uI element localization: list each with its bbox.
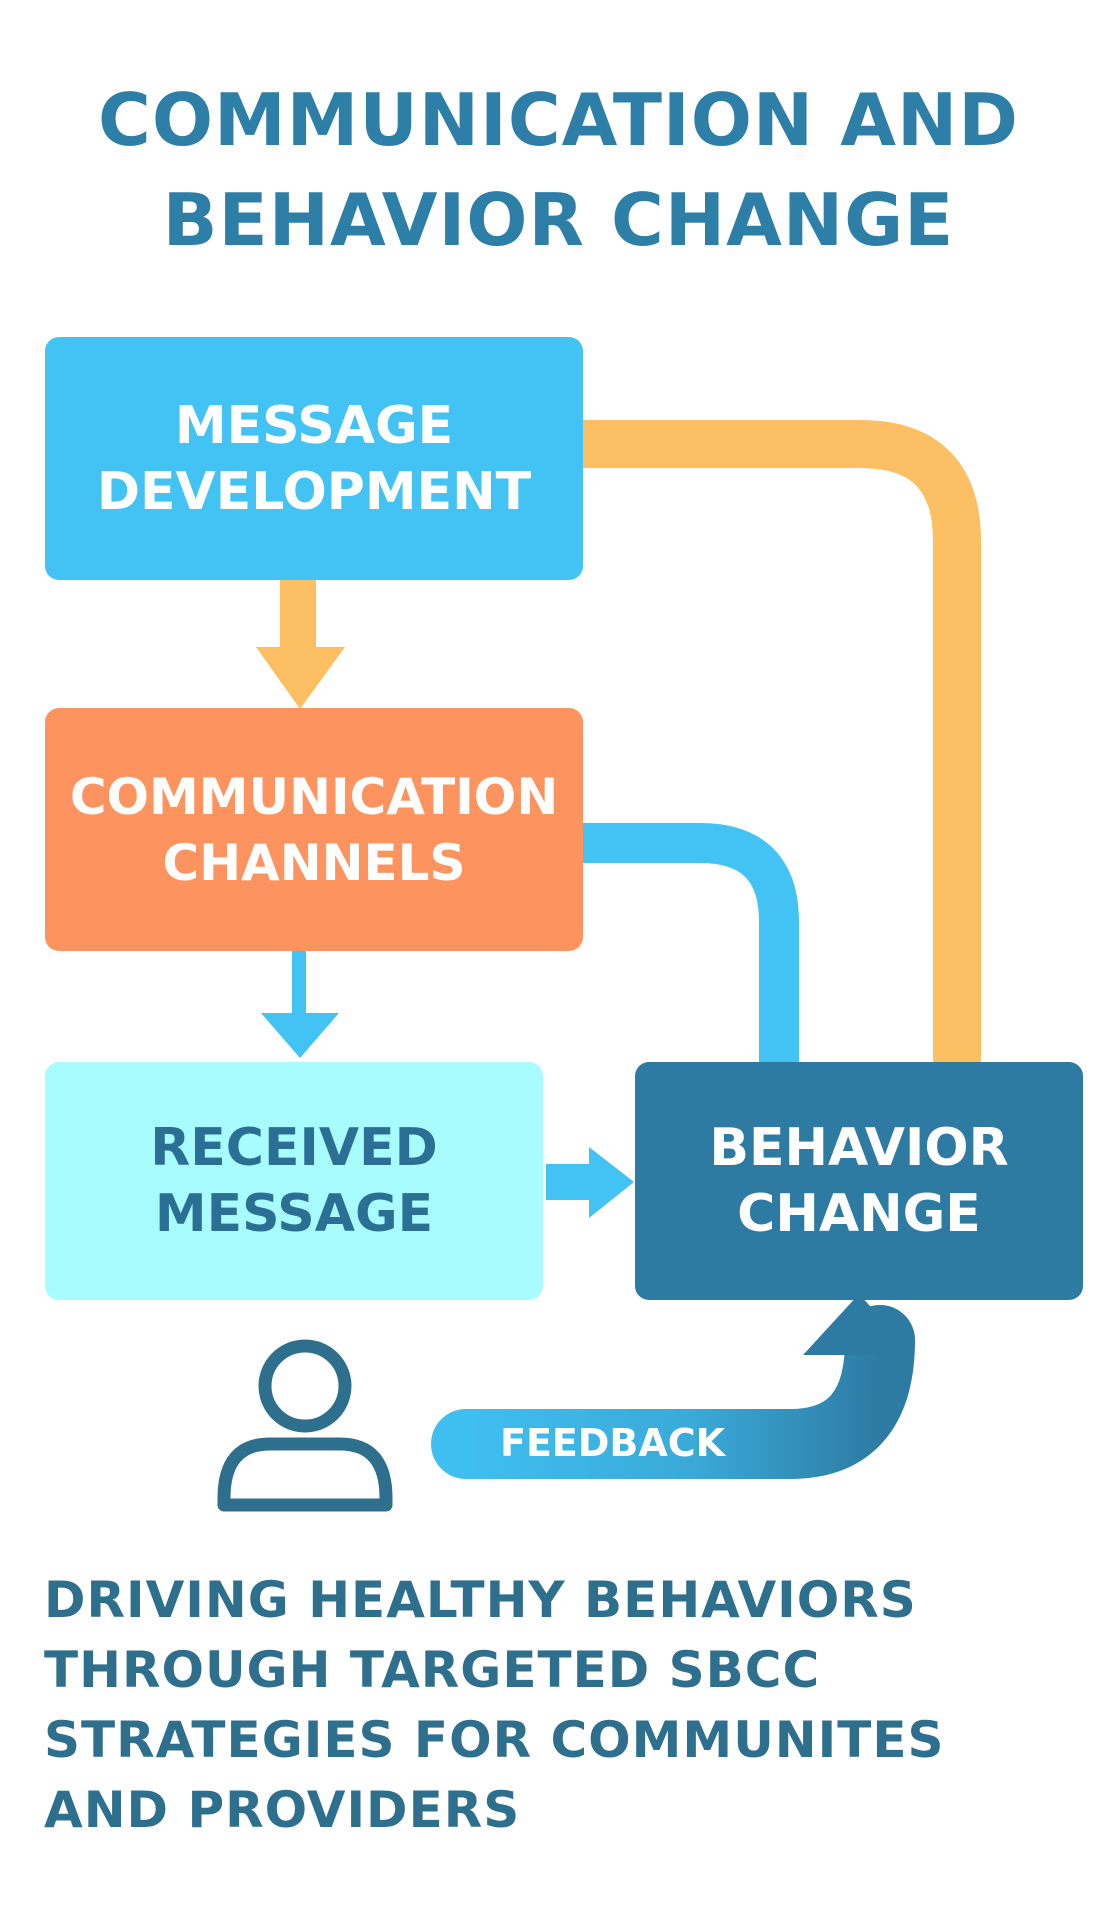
- title-line-1: COMMUNICATION AND: [97, 78, 1019, 162]
- person-icon: [217, 1339, 393, 1512]
- down-arrow-message-to-channels: [256, 580, 345, 709]
- tagline-line-1: DRIVING HEALTHY BEHAVIORS: [44, 1571, 917, 1629]
- tagline-line-2: THROUGH TARGETED SBCC: [44, 1641, 821, 1699]
- tagline-line-3: STRATEGIES FOR COMMUNITES: [44, 1711, 945, 1769]
- orange-connector-message-to-behavior: [583, 420, 981, 1064]
- feedback-label: FEEDBACK: [500, 1421, 726, 1465]
- node-behavior-change: BEHAVIOR CHANGE: [635, 1062, 1083, 1300]
- node-communication-channels: COMMUNICATION CHANNELS: [45, 708, 583, 951]
- node-label-line-1: COMMUNICATION: [69, 767, 559, 826]
- right-arrow-received-to-behavior: [546, 1147, 634, 1218]
- node-label-line-1: RECEIVED: [150, 1118, 438, 1178]
- tagline: DRIVING HEALTHY BEHAVIORS THROUGH TARGET…: [44, 1565, 945, 1845]
- node-received-message: RECEIVED MESSAGE: [45, 1062, 543, 1300]
- feedback-arrow: [431, 1294, 915, 1479]
- node-label-line-2: CHANGE: [737, 1184, 981, 1244]
- node-label-line-1: BEHAVIOR: [709, 1118, 1009, 1178]
- node-label-line-1: MESSAGE: [174, 395, 454, 456]
- down-arrow-channels-to-received: [261, 951, 339, 1058]
- page-title: COMMUNICATION AND BEHAVIOR CHANGE: [0, 70, 1117, 270]
- node-label-line-2: CHANNELS: [162, 833, 466, 892]
- node-label-line-2: MESSAGE: [154, 1184, 434, 1244]
- node-message-development: MESSAGE DEVELOPMENT: [45, 337, 583, 580]
- node-label-line-2: DEVELOPMENT: [96, 461, 532, 522]
- tagline-line-4: AND PROVIDERS: [44, 1781, 521, 1839]
- blue-connector-channels-to-behavior: [583, 823, 799, 1064]
- title-line-2: BEHAVIOR CHANGE: [162, 178, 955, 262]
